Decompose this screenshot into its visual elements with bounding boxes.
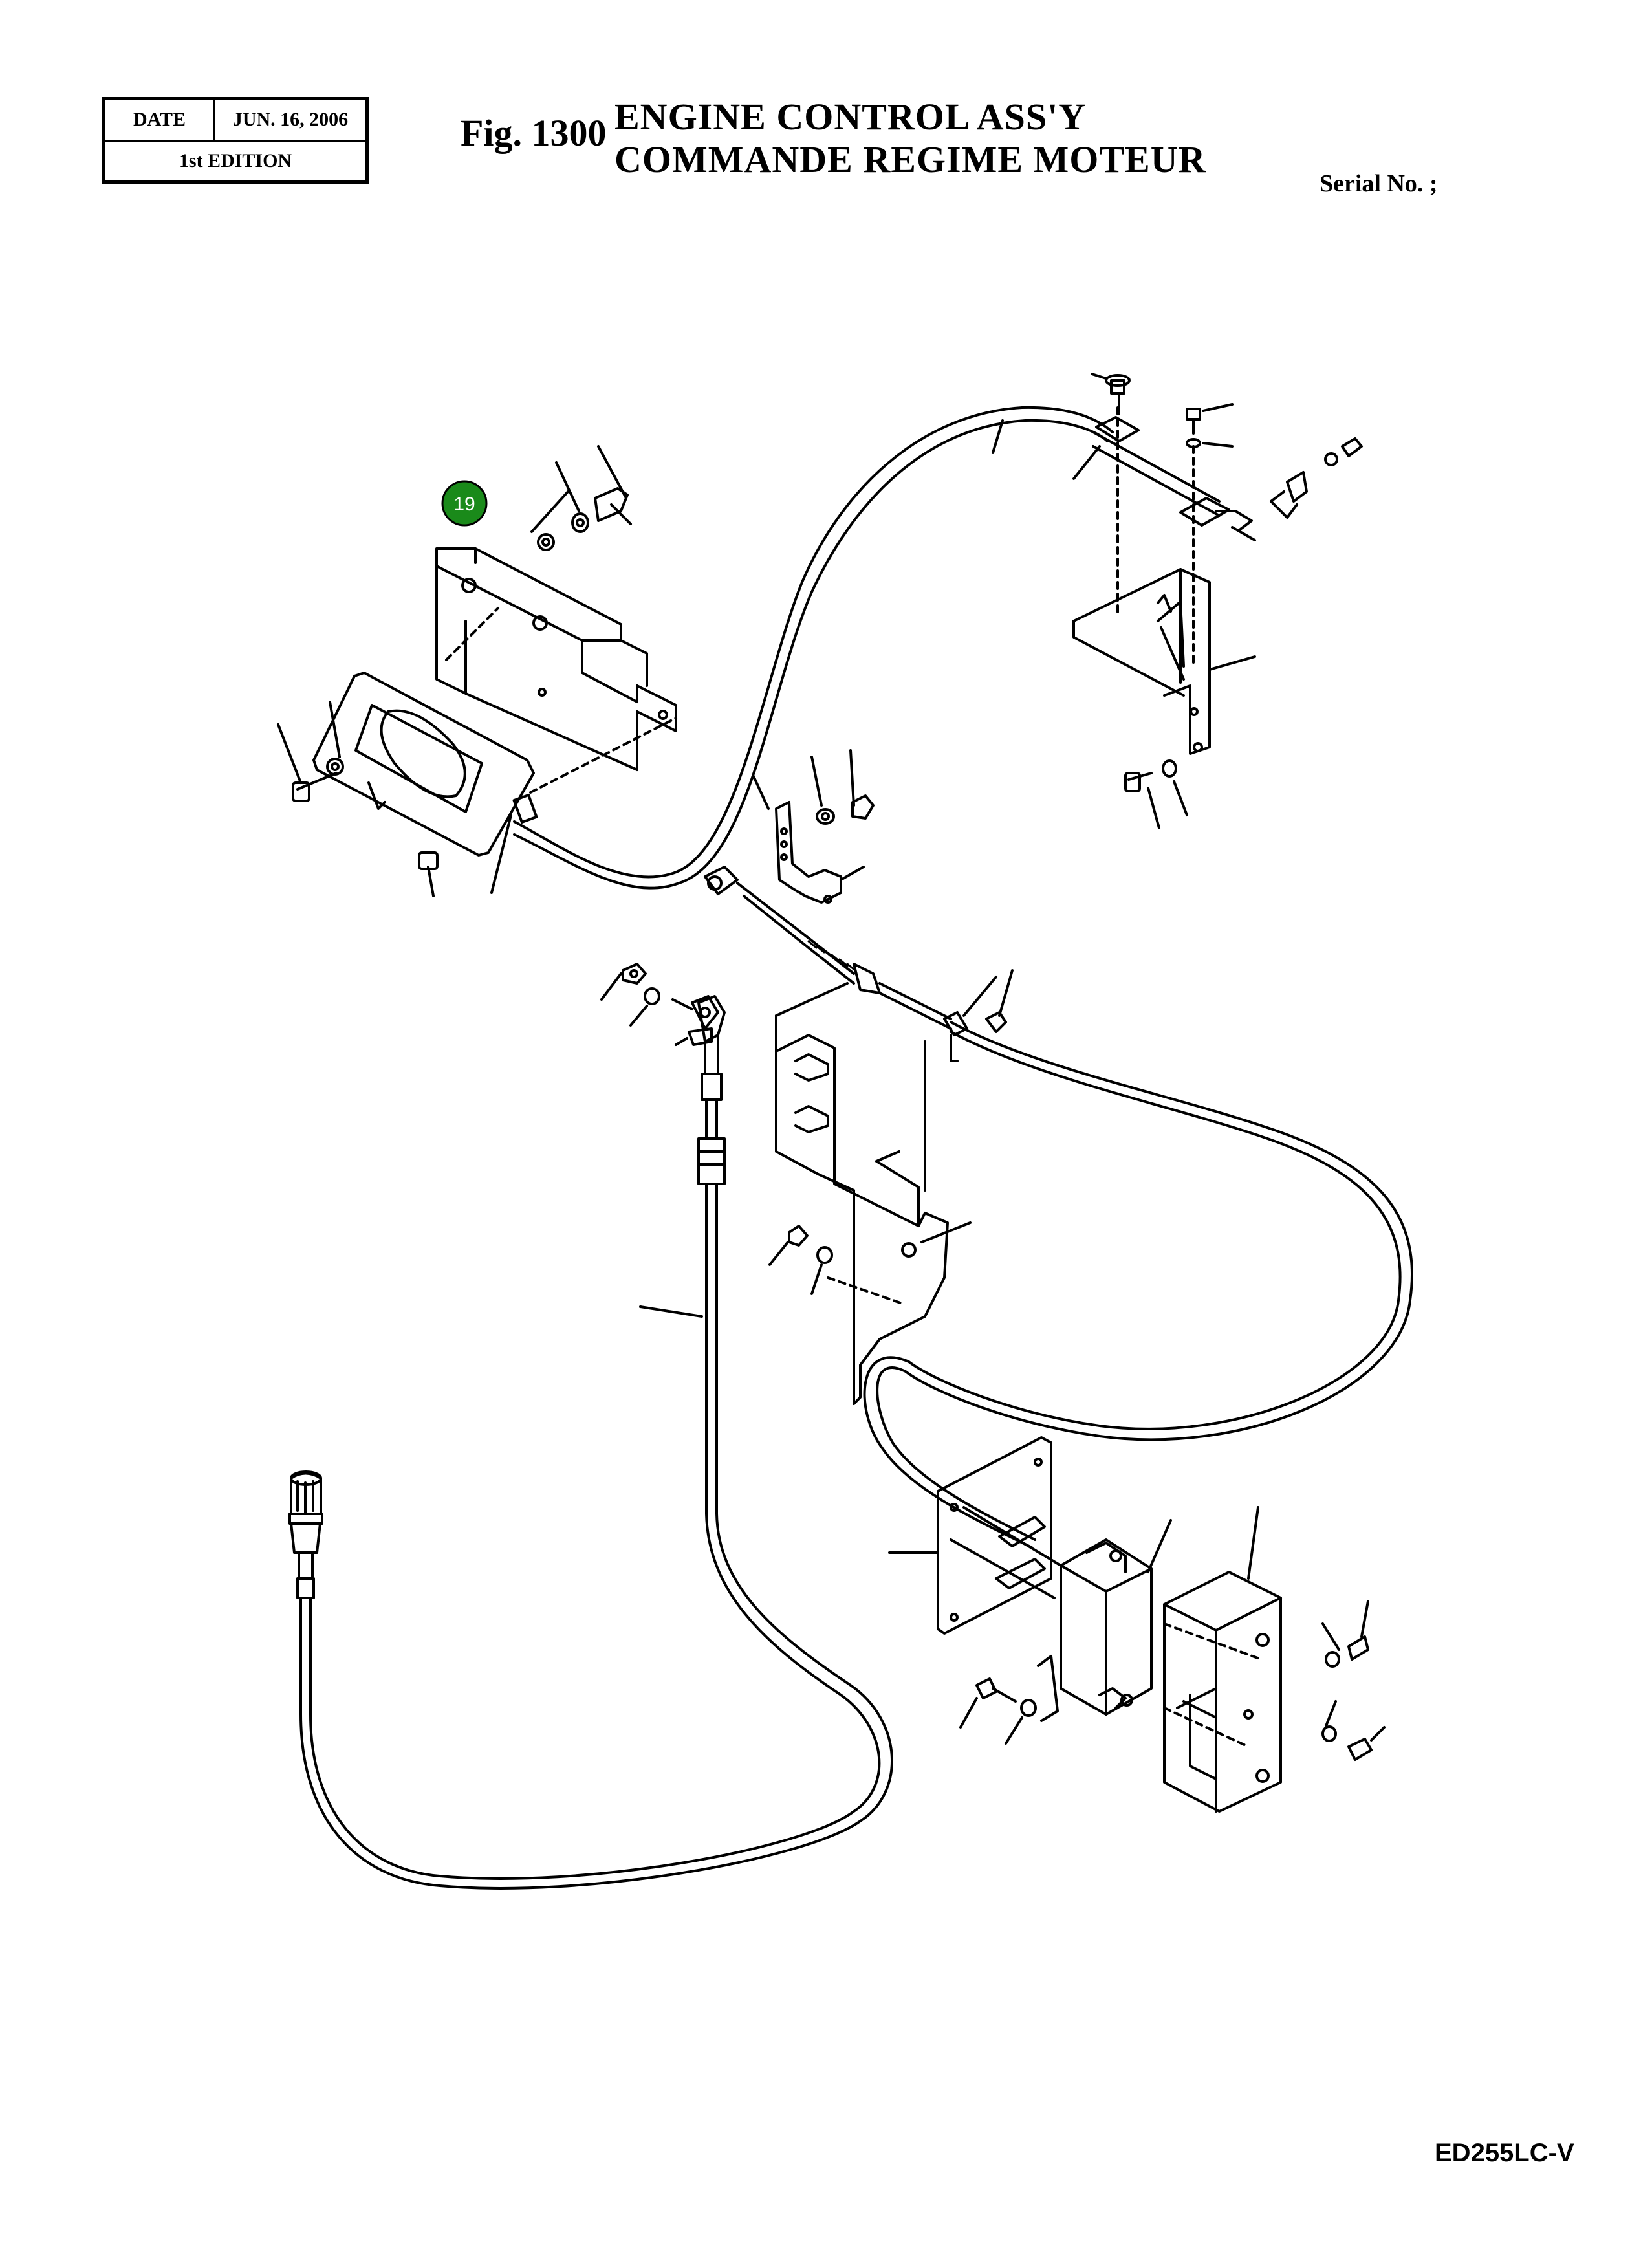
callout-badge-19[interactable]: 19	[441, 480, 488, 527]
edition-label: 1st EDITION	[179, 150, 292, 171]
title-english: ENGINE CONTROL ASS'Y	[614, 96, 1087, 138]
title-french: COMMANDE REGIME MOTEUR	[614, 138, 1206, 180]
date-edition-box: DATE JUN. 16, 2006 1st EDITION	[102, 97, 369, 184]
serial-number-label: Serial No. ;	[1320, 170, 1438, 197]
figure-number: Fig. 1300	[461, 112, 607, 154]
lower-right-cable	[863, 1021, 1414, 1549]
upper-right-linkage	[1072, 373, 1363, 829]
model-code: ED255LC-V	[1435, 2139, 1574, 2167]
main-control-cable	[490, 406, 1114, 894]
date-value: JUN. 16, 2006	[232, 109, 349, 130]
figure-title: ENGINE CONTROL ASS'Y COMMANDE REGIME MOT…	[614, 96, 1206, 181]
throttle-knob-cable	[288, 995, 893, 1890]
pedal-bracket-assembly	[312, 547, 677, 857]
date-row: DATE JUN. 16, 2006	[105, 100, 365, 142]
center-support-bracket	[768, 982, 972, 1405]
date-label: DATE	[105, 100, 215, 140]
callout-badge-circle	[441, 480, 488, 527]
callout-badge-label: 19	[453, 494, 475, 515]
center-linkage	[600, 749, 1014, 1062]
fastener-group-left	[277, 445, 632, 897]
actuator-assembly	[888, 1436, 1386, 1813]
